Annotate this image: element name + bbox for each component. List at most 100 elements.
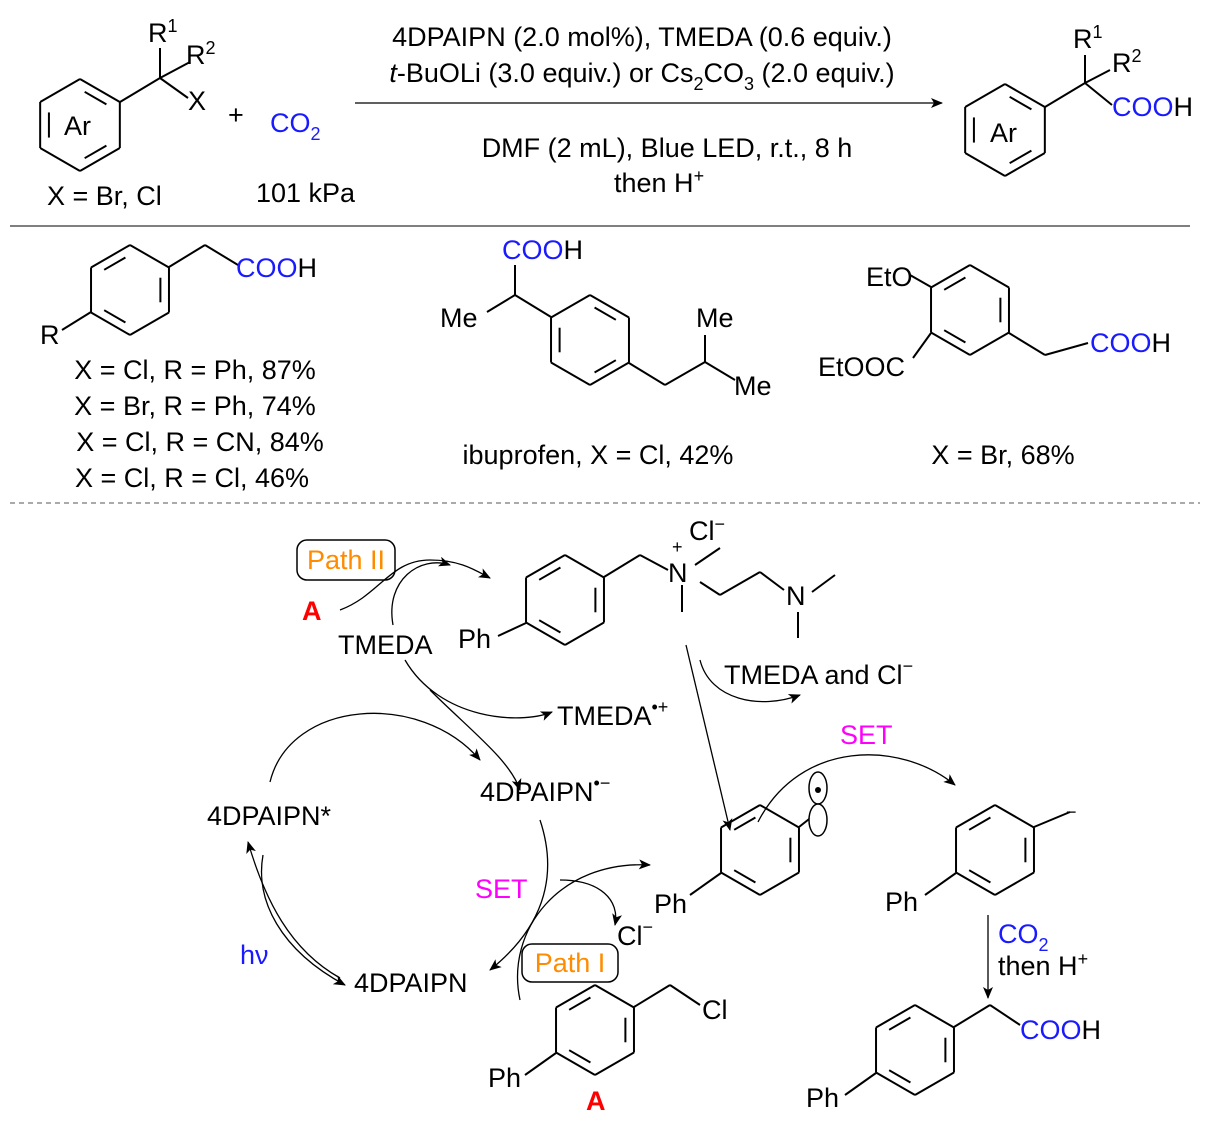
ammonium-plus: + xyxy=(672,537,683,557)
ring-bond xyxy=(930,264,971,289)
bond xyxy=(1044,342,1089,356)
conditions-line4: then H+ xyxy=(614,166,704,198)
bond xyxy=(664,361,706,386)
conditions-line1: 4DPAIPN (2.0 mol%), TMEDA (0.6 equiv.) xyxy=(392,22,892,52)
acid-workup: then H+ xyxy=(998,949,1088,981)
set-label-1: SET xyxy=(840,720,893,750)
substrate-a-ph: Ph xyxy=(488,1063,521,1093)
bond xyxy=(603,554,641,578)
substrate3-etooc: EtOOC xyxy=(818,352,905,382)
plus-sign: + xyxy=(228,100,244,130)
bond xyxy=(953,1004,991,1028)
bond xyxy=(694,547,721,566)
pressure: 101 kPa xyxy=(256,178,356,208)
ring-bond xyxy=(875,1071,916,1096)
bond xyxy=(912,332,932,359)
bond xyxy=(119,77,161,103)
ring-bond xyxy=(969,264,1010,289)
substrate-a-cl: Cl xyxy=(702,995,728,1025)
ring-bond xyxy=(90,244,131,269)
bond xyxy=(759,571,785,591)
bond xyxy=(909,274,932,288)
ring-bond xyxy=(525,621,566,646)
ibuprofen-me: Me xyxy=(696,303,734,333)
bond xyxy=(204,244,239,266)
ammonium-n: N xyxy=(668,558,688,588)
anion-minus: − xyxy=(1066,802,1077,822)
pc-excited: 4DPAIPN* xyxy=(207,801,332,831)
tmeda-and-cl: TMEDA and Cl− xyxy=(724,656,913,690)
substrate3-cooh: COOH xyxy=(1090,328,1171,358)
ring-double-bond xyxy=(538,566,561,581)
ring-bond xyxy=(39,78,81,103)
ring-bond xyxy=(550,294,591,319)
ring-bond xyxy=(994,804,1035,829)
anion-ph: Ph xyxy=(885,887,918,917)
ring-bond xyxy=(564,621,605,646)
path2-label: Path II xyxy=(307,545,385,575)
ring-bond xyxy=(90,311,131,336)
ring-bond xyxy=(914,1004,955,1029)
ring-bond xyxy=(550,361,591,386)
ring-bond xyxy=(955,804,996,829)
ring-double-bond xyxy=(733,816,756,831)
bond xyxy=(719,571,761,596)
ring-bond xyxy=(914,1071,955,1096)
ring-bond xyxy=(129,311,170,336)
ring-double-bond xyxy=(888,1069,911,1084)
ring-bond xyxy=(994,871,1035,896)
ring-double-bond xyxy=(84,90,107,106)
bond xyxy=(844,1072,877,1096)
ring-bond xyxy=(564,554,605,579)
ring-bond xyxy=(964,152,1006,177)
tmeda-radical-cation: TMEDA•+ xyxy=(557,697,668,731)
ring-bond xyxy=(79,147,121,172)
co2-reagent: CO2 xyxy=(270,108,321,144)
ring-bond xyxy=(1004,83,1046,108)
substrate1-cooh: COOH xyxy=(236,253,317,283)
mechanism-arrows xyxy=(246,556,993,1001)
substrate1-yield: X = Cl, R = Cl, 46% xyxy=(75,463,309,493)
substrate3-caption: X = Br, 68% xyxy=(931,440,1074,470)
released-chloride: Cl− xyxy=(617,917,653,951)
light-hv: hν xyxy=(240,940,269,970)
product-cooh: COOH xyxy=(1112,92,1193,122)
bond xyxy=(1008,332,1046,356)
ring-double-bond xyxy=(943,276,966,291)
ring-bond xyxy=(589,361,630,386)
reactant-r1: R1 xyxy=(148,16,178,48)
bond xyxy=(669,984,701,1006)
reactant-ar-label: Ar xyxy=(64,111,91,141)
x-definition: X = Br, Cl xyxy=(47,181,162,211)
set-label-2: SET xyxy=(475,874,528,904)
ring-bond xyxy=(930,331,971,356)
ibuprofen-me: Me xyxy=(734,371,772,401)
ring-double-bond xyxy=(968,869,991,884)
final-cooh: COOH xyxy=(1020,1015,1101,1045)
ring-bond xyxy=(964,83,1006,108)
product-r2: R2 xyxy=(1112,46,1142,78)
path2-box xyxy=(296,539,396,581)
substrate-a-label-bottom: A xyxy=(586,1086,606,1116)
ring-double-bond xyxy=(1009,95,1032,111)
ring-double-bond xyxy=(733,869,756,884)
bond xyxy=(1084,69,1111,84)
reactant-r2: R2 xyxy=(186,38,216,70)
ring-bond xyxy=(759,871,800,896)
bond xyxy=(628,362,666,386)
ibuprofen-cooh: COOH xyxy=(502,235,583,265)
ring-double-bond xyxy=(594,359,617,374)
bond xyxy=(639,554,669,571)
pc-ground: 4DPAIPN xyxy=(354,968,468,998)
ibuprofen-caption: ibuprofen, X = Cl, 42% xyxy=(463,440,734,470)
ring-bond xyxy=(39,147,81,172)
co2-step: CO2 xyxy=(998,919,1049,955)
ibuprofen-me: Me xyxy=(440,303,478,333)
chloride-counterion: Cl− xyxy=(689,514,725,546)
ring-bond xyxy=(969,331,1010,356)
ring-double-bond xyxy=(594,306,617,321)
bond xyxy=(514,294,552,318)
product-ar-label: Ar xyxy=(990,118,1017,148)
